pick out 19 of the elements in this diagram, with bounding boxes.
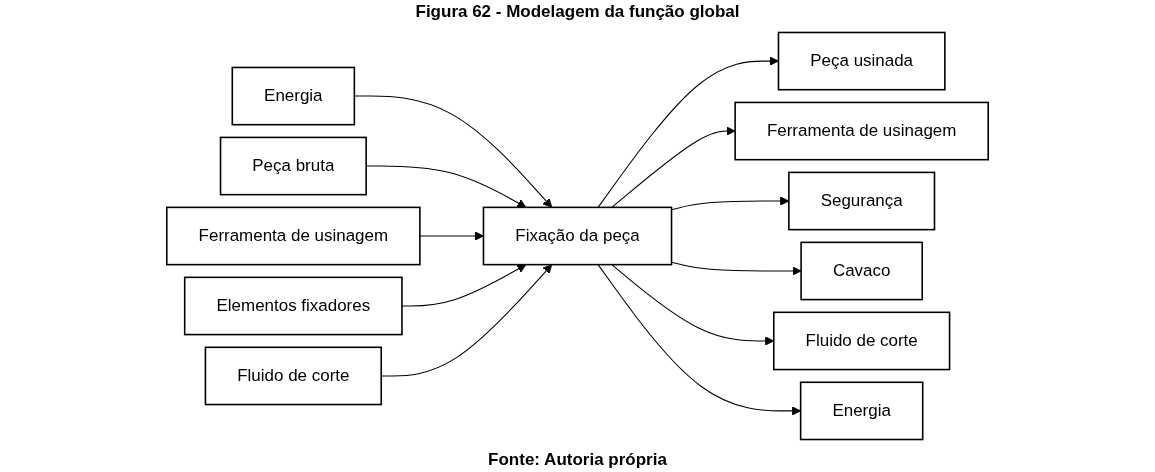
node-box: Fluido de corte	[204, 346, 383, 406]
node-box: Cavaco	[800, 241, 923, 301]
node-box: Energia	[231, 66, 356, 126]
node-box: Ferramenta de usinagem	[166, 206, 421, 266]
node-box: Segurança	[788, 171, 936, 231]
figure-caption: Fonte: Autoria própria	[488, 450, 667, 470]
arrow	[401, 264, 527, 307]
arrow	[597, 56, 779, 208]
arrow	[419, 231, 484, 241]
node-box: Fluido de corte	[772, 311, 951, 371]
arrow	[671, 261, 802, 276]
node-box: Peça bruta	[219, 136, 367, 196]
arrow	[611, 126, 736, 208]
node-box: Fixação da peça	[482, 206, 673, 266]
node-box: Elementos fixadores	[183, 276, 403, 336]
figure-title: Figura 62 - Modelagem da função global	[415, 2, 740, 22]
node-box: Energia	[799, 381, 924, 441]
node-box: Ferramenta de usinagem	[734, 101, 989, 161]
node-box: Peça usinada	[777, 31, 946, 91]
